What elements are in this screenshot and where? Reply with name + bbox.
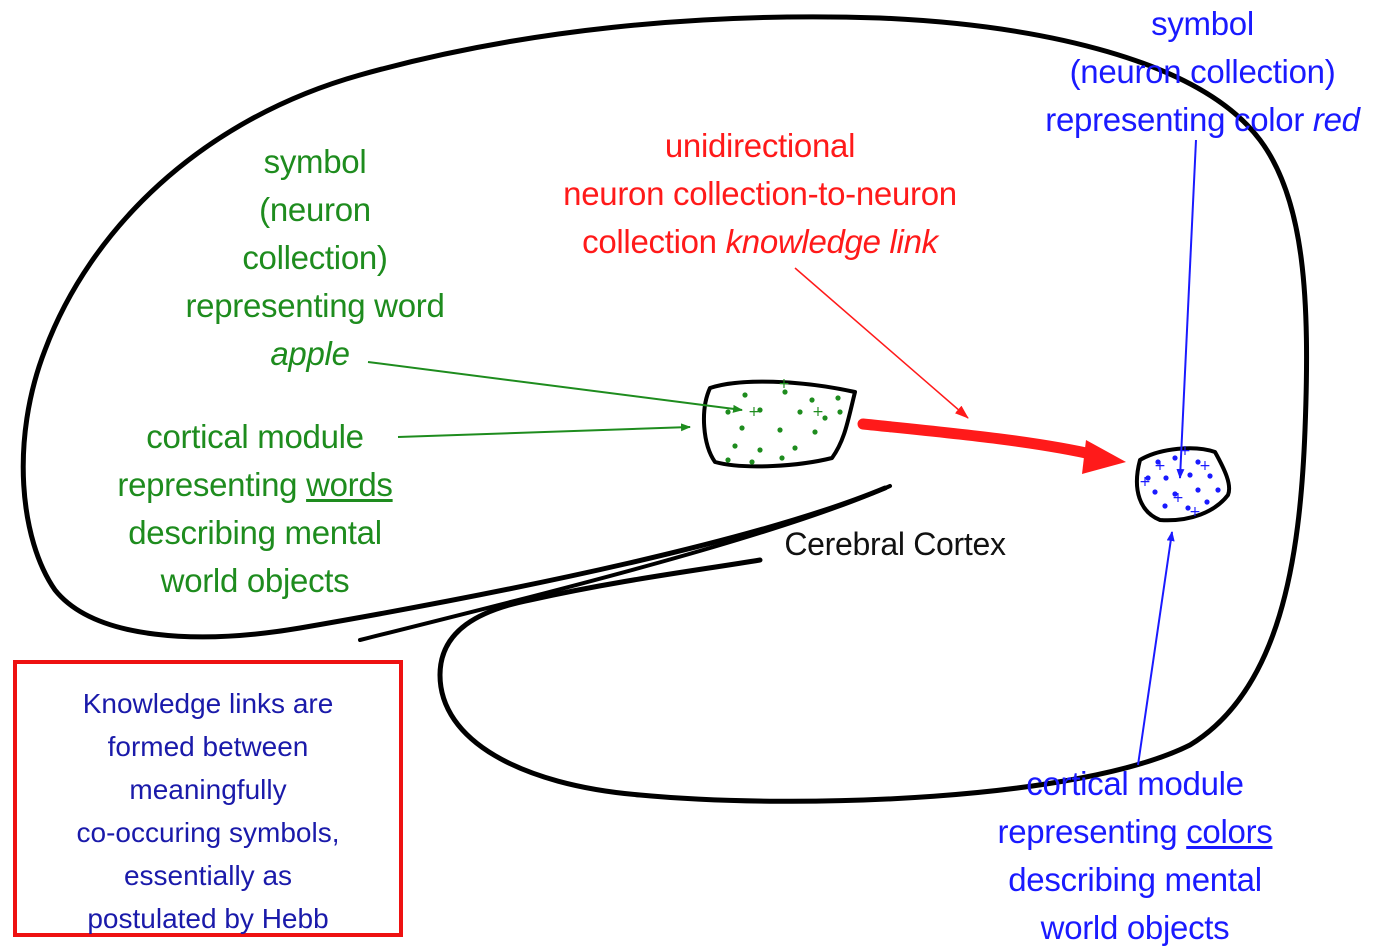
neuron-dot: [1204, 499, 1209, 504]
neuron-dot: [779, 455, 784, 460]
neuron-dot: [725, 409, 730, 414]
word-symbol-label: symbol (neuron collection) representing …: [150, 138, 480, 378]
neuron-dot: [1187, 472, 1192, 477]
word-module-line-1: cortical module: [70, 413, 440, 461]
word-module-line-4: world objects: [70, 557, 440, 605]
word-module-line-2: representing words: [70, 461, 440, 509]
neuron-dot: [812, 429, 817, 434]
neuron-mark: +: [1189, 504, 1201, 520]
neuron-dot: [1195, 487, 1200, 492]
knowledge-link-emphasis: knowledge link: [726, 223, 938, 260]
word-module-line-3: describing mental: [70, 509, 440, 557]
neuron-dot: [749, 459, 754, 464]
knowledge-link-line-3: collection knowledge link: [500, 218, 1020, 266]
neuron-mark: +: [1199, 458, 1211, 474]
hebb-note-text: Knowledge links are formed between meani…: [17, 682, 399, 940]
neuron-dot: [739, 425, 744, 430]
color-module-colors-emphasis: colors: [1186, 813, 1272, 850]
hebb-note-line-3: meaningfully: [17, 768, 399, 811]
knowledge-link-line-1: unidirectional: [500, 122, 1020, 170]
color-symbol-line-3: representing color red: [1005, 96, 1400, 144]
word-module-words-emphasis: words: [306, 466, 393, 503]
word-module-label: cortical module representing words descr…: [70, 413, 440, 605]
neuron-dot: [1172, 455, 1177, 460]
neuron-mark: +: [748, 404, 760, 420]
neuron-mark: +: [1154, 458, 1166, 474]
red-symbol-pointer-arrow: [1180, 140, 1196, 478]
cerebral-cortex-label: Cerebral Cortex: [745, 520, 1045, 568]
neuron-dot: [757, 447, 762, 452]
knowledge-link-line-2: neuron collection-to-neuron: [500, 170, 1020, 218]
word-symbol-line-1: symbol: [150, 138, 480, 186]
color-module-line-2-prefix: representing: [998, 813, 1187, 850]
color-symbol-line-1: symbol: [1005, 0, 1400, 48]
word-symbol-line-4: representing word: [150, 282, 480, 330]
color-module-line-3: describing mental: [950, 856, 1320, 904]
neuron-dot: [809, 397, 814, 402]
neuron-dot: [835, 395, 840, 400]
colors-module-pointer-arrow: [1138, 532, 1172, 765]
neuron-mark: +: [1172, 490, 1184, 506]
word-symbol-line-2: (neuron: [150, 186, 480, 234]
color-module-label: cortical module representing colors desc…: [950, 760, 1320, 952]
hebb-note-line-5: essentially as: [17, 854, 399, 897]
hebb-note-line-2: formed between: [17, 725, 399, 768]
word-module-blob: [704, 382, 855, 467]
neuron-dot: [1163, 475, 1168, 480]
knowledge-link-label: unidirectional neuron collection-to-neur…: [500, 122, 1020, 266]
hebb-note-line-6: postulated by Hebb: [17, 897, 399, 940]
neuron-dot: [1215, 487, 1220, 492]
neuron-mark: +: [812, 404, 824, 420]
neuron-dot: [1207, 473, 1212, 478]
neuron-mark: +: [1139, 474, 1151, 490]
knowledge-link-arrow: [863, 424, 1095, 455]
neuron-dot: [742, 392, 747, 397]
words-module-pointer-arrow: [398, 427, 690, 437]
word-symbol-line-5: apple: [150, 330, 480, 378]
color-module-line-1: cortical module: [950, 760, 1320, 808]
color-symbol-red-emphasis: red: [1313, 101, 1360, 138]
word-symbol-line-3: collection): [150, 234, 480, 282]
neuron-mark: +: [778, 376, 790, 392]
neuron-dot: [1162, 503, 1167, 508]
knowledge-link-line-3-prefix: collection: [582, 223, 725, 260]
hebb-note-line-4: co-occuring symbols,: [17, 811, 399, 854]
knowledge-link-pointer: [795, 268, 968, 418]
hebb-note-box: Knowledge links are formed between meani…: [13, 660, 403, 937]
knowledge-link-arrowhead: [1082, 440, 1126, 474]
hebb-note-line-1: Knowledge links are: [17, 682, 399, 725]
neuron-dot: [725, 457, 730, 462]
neuron-dot: [777, 427, 782, 432]
neuron-dot: [797, 409, 802, 414]
color-symbol-line-3-prefix: representing color: [1045, 101, 1313, 138]
neuron-dot: [732, 443, 737, 448]
color-symbol-line-2: (neuron collection): [1005, 48, 1400, 96]
word-module-neurons: + + +: [725, 376, 842, 465]
neuron-dot: [837, 409, 842, 414]
word-module-line-2-prefix: representing: [117, 466, 306, 503]
color-symbol-label: symbol (neuron collection) representing …: [1005, 0, 1400, 144]
color-module-line-2: representing colors: [950, 808, 1320, 856]
neuron-dot: [792, 445, 797, 450]
neuron-dot: [1152, 489, 1157, 494]
